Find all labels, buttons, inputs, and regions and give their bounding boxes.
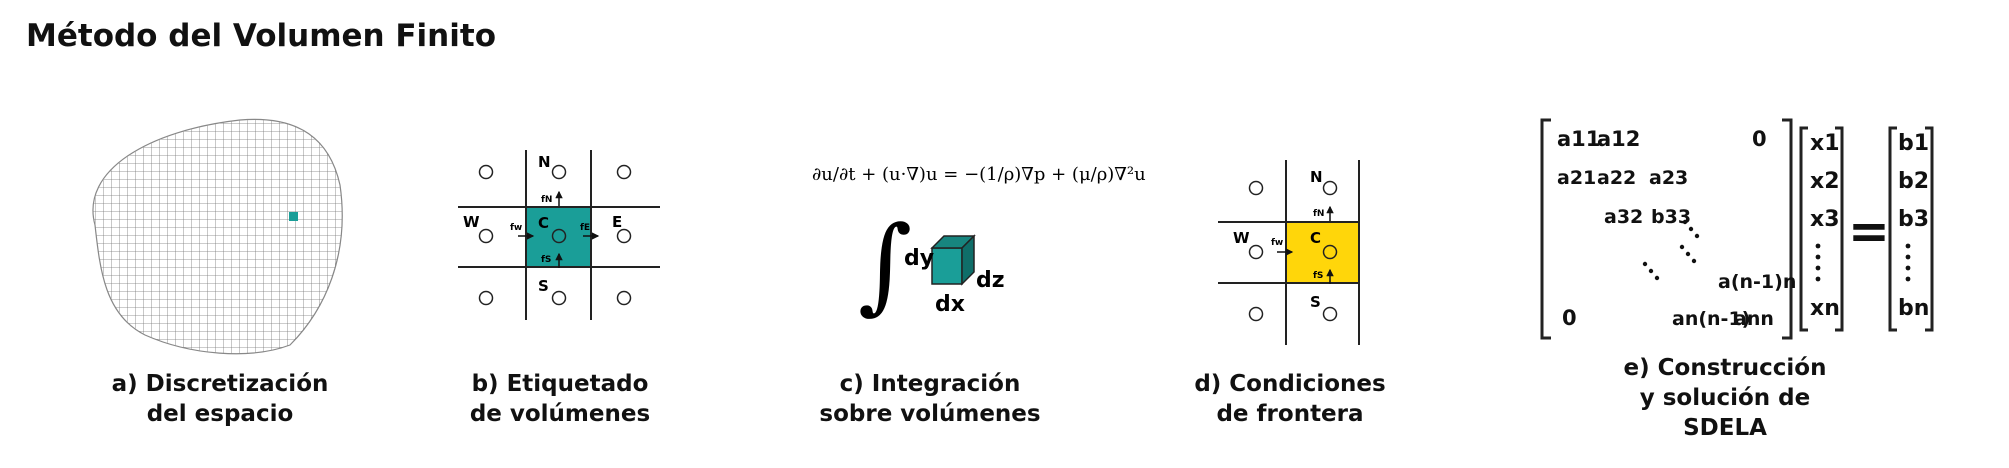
caption-a-line1: a) Discretización [111,371,329,397]
entry-a21: a21 [1557,167,1596,189]
label-E: E [612,213,622,231]
integral-sign: ∫ [858,203,912,325]
label-dz: dz [976,268,1005,293]
volume-cube [930,234,976,286]
label-W: W [1233,229,1250,247]
b-entry-n: bn [1898,296,1929,321]
caption-c-line2: sobre volúmenes [819,401,1041,427]
label-fw: fw [510,223,522,233]
caption-d-line2: de frontera [1216,401,1364,427]
caption-e-line3: SDELA [1683,415,1767,441]
entry-ann: ann [1734,308,1774,330]
panel-d-boundary: N S W C fN fS fw [1218,160,1360,345]
b-entry-3: b3 [1898,207,1929,232]
x-entry-n: xn [1810,296,1840,321]
navier-stokes-equation: ∂u/∂t + (u·∇)u = −(1/ρ)∇p + (μ/ρ)∇²u [812,164,1146,185]
entry-zero-top: 0 [1752,127,1767,151]
caption-b-line1: b) Etiquetado [471,371,649,397]
label-fN: fN [1313,209,1324,219]
vertical-dots-b [1905,243,1911,282]
b-bracket-left [1888,126,1897,332]
label-N: N [538,153,551,171]
entry-a32: a32 [1604,206,1643,228]
boundary-volume [1286,222,1359,283]
caption-e-line2: y solución de [1639,385,1811,411]
highlighted-cell [289,212,298,221]
label-fS: fS [1313,271,1323,281]
caption-b-line2: de volúmenes [469,401,651,427]
label-fw: fw [1271,238,1283,248]
label-dy: dy [904,246,934,271]
x-entry-2: x2 [1810,169,1840,194]
entry-ann-1: an(n-1) [1672,308,1750,330]
label-C: C [538,214,549,232]
label-S: S [538,277,549,295]
label-fE: fE [580,223,590,233]
caption-d-line1: d) Condiciones [1194,371,1386,397]
label-fN: fN [541,195,552,205]
caption-c-line1: c) Integración [839,371,1021,397]
caption-a: a) Discretización del espacio [100,369,340,429]
entry-an-1n: a(n-1)n [1718,271,1796,293]
matrix-bracket-right [1782,118,1793,340]
x-bracket-right [1835,126,1844,332]
entry-a11: a11 [1557,127,1600,151]
label-W: W [463,213,480,231]
caption-a-line2: del espacio [146,401,294,427]
entry-b33: b33 [1651,206,1691,228]
caption-e: e) Construcción y solución de SDELA [1605,353,1845,443]
b-entry-1: b1 [1898,131,1929,156]
equals-sign: = [1848,202,1890,260]
label-C: C [1310,229,1321,247]
x-entry-3: x3 [1810,207,1840,232]
label-S: S [1310,293,1321,311]
entry-zero-bottom: 0 [1562,306,1577,330]
entry-a23: a23 [1649,167,1688,189]
caption-c: c) Integración sobre volúmenes [810,369,1050,429]
b-entry-2: b2 [1898,169,1929,194]
x-entry-1: x1 [1810,131,1840,156]
vertical-dots-x [1815,243,1821,282]
label-fS: fS [541,255,551,265]
page-title: Método del Volumen Finito [26,18,496,54]
panel-a-discretization [92,118,343,355]
label-N: N [1310,168,1323,186]
panel-b-labeling: N S W E C fN fS fw fE [458,150,660,320]
panel-c-integration: ∂u/∂t + (u·∇)u = −(1/ρ)∇p + (μ/ρ)∇²u ∫ d… [812,164,1146,325]
matrix-bracket-left [1540,118,1551,340]
entry-a22: a22 [1597,167,1636,189]
panel-e-linear-system: a11 a12 0 a21 a22 a23 a32 b33 a(n-1)n an… [1540,118,1934,340]
label-dx: dx [935,292,965,317]
x-bracket-left [1799,126,1808,332]
b-bracket-right [1925,126,1934,332]
caption-e-line1: e) Construcción [1623,355,1827,381]
diagonal-dots [1642,219,1700,281]
caption-b: b) Etiquetado de volúmenes [440,369,680,429]
entry-a12: a12 [1597,127,1640,151]
caption-d: d) Condiciones de frontera [1170,369,1410,429]
